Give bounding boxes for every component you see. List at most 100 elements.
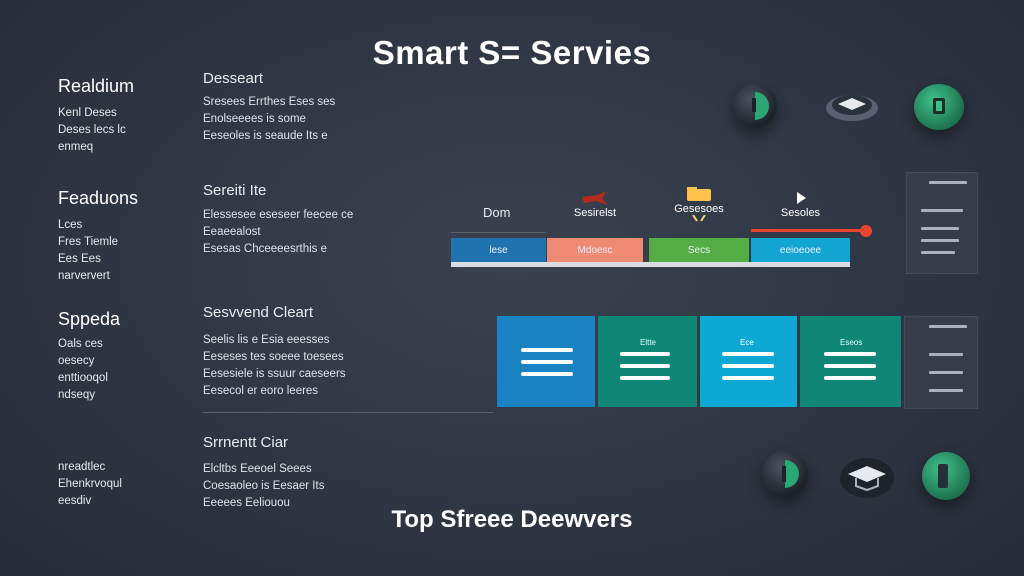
middle-line: Coesaoleo is Eesaer Its: [203, 480, 325, 492]
left-section-3: Sppeda Oals ces oesecy enttiooqol ndseqy: [58, 309, 178, 404]
middle-heading: Desseart: [203, 70, 264, 87]
middle-line: Eeaeealost: [203, 226, 261, 238]
card-label: Eseos: [840, 338, 863, 347]
panel-line: [921, 239, 959, 242]
middle-line: Eesecol er eoro leeres: [203, 385, 319, 397]
left-heading: Sppeda: [58, 309, 121, 329]
card-label: Eltte: [640, 338, 657, 347]
tile-orange[interactable]: Gesesoes: [649, 171, 749, 237]
panel-line: [929, 371, 963, 374]
strip-green[interactable]: Secs: [649, 238, 749, 262]
middle-line: Seelis lis e Esia eeesses: [203, 334, 330, 346]
tile-label: Gesesoes: [674, 203, 724, 215]
tile-red[interactable]: Sesirelst: [547, 171, 643, 237]
middle-section-4: Srrnentt Ciar Elcltbs Eeeoel Seees Coesa…: [203, 434, 433, 512]
middle-line: Enolseeees is some: [203, 113, 306, 125]
card-teal[interactable]: Eltte: [598, 316, 697, 407]
left-line: narververt: [58, 270, 110, 282]
folder-icon: [687, 187, 711, 201]
green-circle-icon[interactable]: [914, 84, 964, 130]
panel-line: [921, 251, 955, 254]
panel-line: [929, 181, 967, 184]
left-line: enmeq: [58, 141, 94, 153]
left-line: oesecy: [58, 355, 95, 367]
chat-bubble-icon[interactable]: [824, 86, 880, 126]
middle-section-1: Desseart Sresees Errthes Eses ses Enolse…: [203, 70, 433, 145]
card-green[interactable]: Eseos: [800, 316, 901, 407]
section-divider: [203, 412, 493, 413]
play-icon: [796, 192, 806, 204]
left-section-1: Realdium Kenl Deses Deses lecs lc enmeq: [58, 76, 178, 156]
footer-brand: Top Sfreee Deewvers: [391, 506, 633, 533]
list-line: [722, 352, 774, 356]
left-heading: Feaduons: [58, 188, 139, 208]
list-line: [824, 376, 876, 380]
panel-line: [929, 325, 967, 328]
card-label: Ece: [740, 338, 754, 347]
tile-blue[interactable]: Sesoles: [751, 171, 850, 237]
left-line: eesdiv: [58, 495, 92, 507]
green-orb-icon[interactable]: [762, 451, 808, 497]
panel-line: [929, 389, 963, 392]
list-line: [521, 372, 573, 376]
side-panel-top[interactable]: [906, 172, 978, 274]
list-line: [620, 364, 670, 368]
left-line: Ehenkrvoqul: [58, 478, 122, 490]
tile-label: Sesoles: [780, 207, 821, 219]
left-line: Lces: [58, 219, 83, 231]
page-title: Smart S= Servies: [372, 34, 652, 71]
middle-line: Eeseoles is seaude Its e: [203, 130, 328, 142]
strip-blue[interactable]: lese: [451, 238, 546, 262]
green-orb-icon[interactable]: [733, 84, 777, 128]
middle-line: Eesesiele is ssuur caeseers: [203, 368, 346, 380]
panel-line: [921, 227, 959, 230]
panel-line: [929, 353, 963, 356]
left-line: ndseqy: [58, 389, 96, 401]
left-line: Ees Ees: [58, 253, 101, 265]
left-line: Deses lecs lc: [58, 124, 126, 136]
list-line: [722, 376, 774, 380]
left-line: Kenl Deses: [58, 107, 117, 119]
middle-line: Esesas Chceeeesrthis e: [203, 243, 328, 255]
middle-heading: Sereiti Ite: [203, 182, 267, 199]
side-panel-bottom[interactable]: [904, 316, 978, 409]
list-line: [824, 364, 876, 368]
list-line: [620, 376, 670, 380]
middle-line: Elessesee eseseer feecee ce: [203, 209, 354, 221]
middle-heading: Srrnentt Ciar: [203, 434, 289, 451]
middle-heading: Sesvvend Cleart: [203, 304, 314, 321]
list-line: [620, 352, 670, 356]
middle-line: Eeseses tes soeee toesees: [203, 351, 344, 363]
middle-line: Sresees Errthes Eses ses: [203, 96, 336, 108]
left-heading: Realdium: [58, 76, 135, 96]
slider-handle[interactable]: [860, 225, 872, 237]
left-line: Fres Tiemle: [58, 236, 119, 248]
middle-line: Eeeees Eeliouou: [203, 497, 290, 509]
list-line: [521, 348, 573, 352]
middle-section-3: Sesvvend Cleart Seelis lis e Esia eeesse…: [203, 304, 443, 400]
progress-line: [751, 229, 863, 232]
middle-line: Elcltbs Eeeoel Seees: [203, 463, 312, 475]
green-circle-icon[interactable]: [922, 452, 970, 500]
tile-label: Sesirelst: [573, 207, 617, 219]
panel-baseline: [451, 262, 850, 267]
flag-icon: [582, 191, 608, 205]
left-section-4: nreadtlec Ehenkrvoqul eesdiv: [58, 459, 178, 510]
strip-salmon[interactable]: Mdoesc: [547, 238, 643, 262]
left-line: Oals ces: [58, 338, 103, 350]
strip-cyan[interactable]: eeioeoee: [751, 238, 850, 262]
list-line: [824, 352, 876, 356]
graduation-cap-icon[interactable]: [838, 452, 896, 500]
panel-separator: [451, 232, 546, 233]
spark-icon: [692, 215, 706, 222]
panel-line: [921, 209, 963, 212]
list-line: [521, 360, 573, 364]
list-line: [722, 364, 774, 368]
card-blue[interactable]: [497, 316, 595, 407]
left-section-2: Feaduons Lces Fres Tiemle Ees Ees narver…: [58, 188, 178, 285]
card-cyan[interactable]: Ece: [700, 316, 797, 407]
middle-section-2: Sereiti Ite Elessesee eseseer feecee ce …: [203, 182, 433, 258]
panel-label: Dom: [483, 205, 511, 220]
left-line: nreadtlec: [58, 461, 106, 473]
left-line: enttiooqol: [58, 372, 108, 384]
